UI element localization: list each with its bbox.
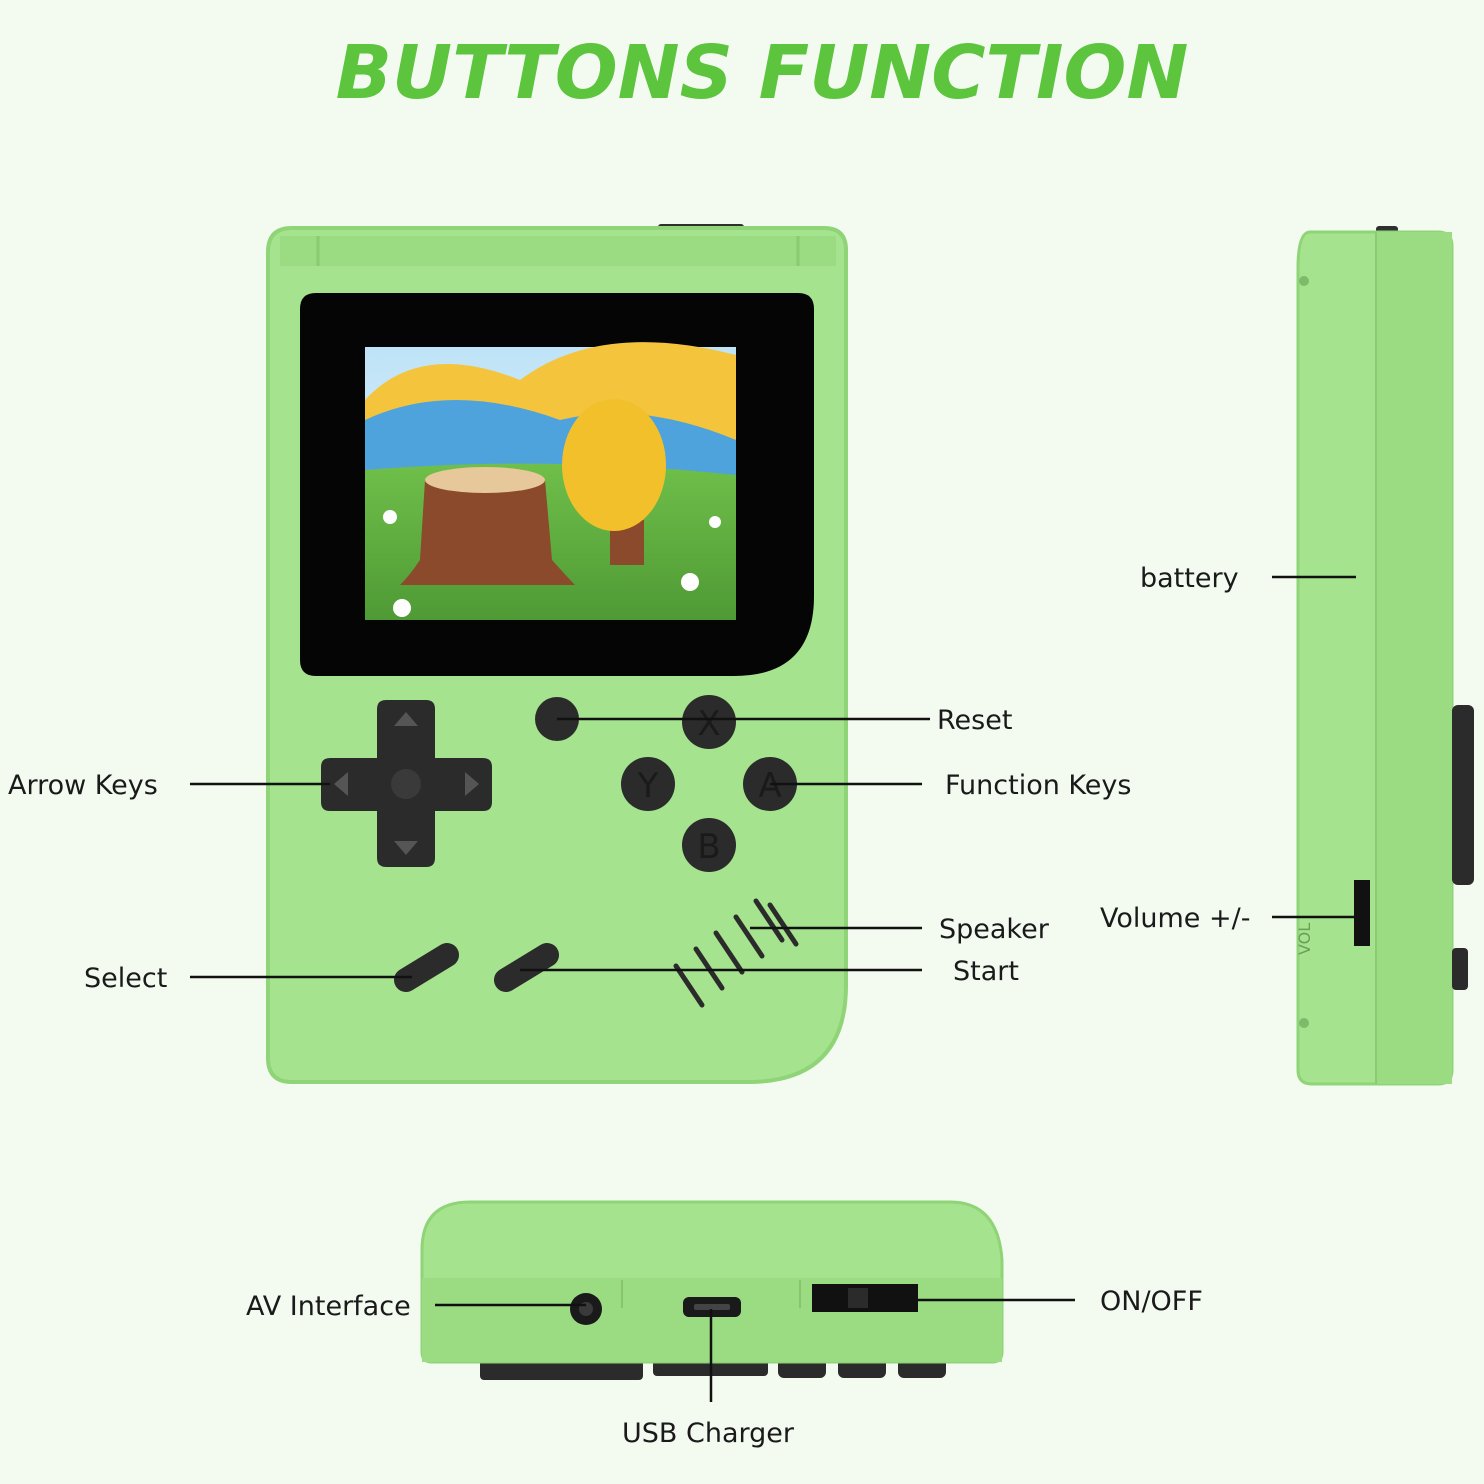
label-on-off: ON/OFF xyxy=(1100,1286,1203,1317)
speaker-grille xyxy=(673,898,799,1008)
label-reset: Reset xyxy=(937,705,1012,736)
button-x-label: X xyxy=(697,704,720,744)
label-speaker: Speaker xyxy=(939,914,1050,945)
callout-lines xyxy=(190,575,1362,1402)
screen-display xyxy=(365,342,736,620)
label-function-keys: Function Keys xyxy=(945,770,1131,801)
device-front-view: X Y A B xyxy=(266,224,848,1084)
select-button[interactable] xyxy=(394,943,459,992)
label-volume: Volume +/- xyxy=(1100,903,1250,934)
label-usb-charger: USB Charger xyxy=(622,1418,795,1449)
button-a-label: A xyxy=(758,766,781,806)
label-battery: battery xyxy=(1140,563,1239,594)
side-buttons xyxy=(1452,705,1474,885)
side-engraving: VOL xyxy=(1295,923,1314,955)
label-select: Select xyxy=(84,963,167,994)
label-arrow-keys: Arrow Keys xyxy=(8,770,158,801)
button-x[interactable]: X xyxy=(682,695,736,749)
label-start: Start xyxy=(953,956,1019,987)
label-av-interface: AV Interface xyxy=(246,1291,411,1322)
button-y[interactable]: Y xyxy=(621,757,675,811)
page-title: BUTTONS FUNCTION xyxy=(336,30,1189,116)
button-b-label: B xyxy=(697,827,720,867)
volume-wheel[interactable] xyxy=(1354,880,1370,946)
device-side-view: VOL xyxy=(1295,226,1474,1086)
button-y-label: Y xyxy=(637,766,659,806)
button-b[interactable]: B xyxy=(682,818,736,872)
arrow-keys-dpad[interactable] xyxy=(321,700,492,867)
device-top-band xyxy=(280,236,836,266)
start-button[interactable] xyxy=(494,943,559,992)
